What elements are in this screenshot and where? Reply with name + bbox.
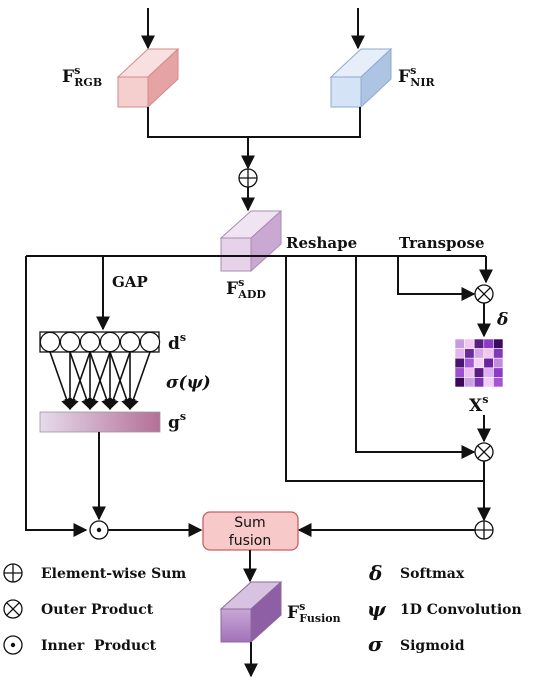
- outer-product-node-1: [474, 284, 494, 304]
- matrix-cell: [464, 338, 475, 349]
- nir-cube-front: [330, 76, 362, 108]
- matrix-cell: [464, 377, 475, 388]
- d-vector-cell: [79, 331, 101, 353]
- matrix-cell: [464, 367, 475, 378]
- legend-sigmoid-text: Sigmoid: [400, 638, 465, 654]
- inner-product-node: [89, 520, 109, 540]
- matrix-cell: [454, 357, 465, 369]
- matrix-cell: [483, 357, 494, 369]
- conv-arrow: [88, 351, 111, 411]
- right-sum-node: [474, 520, 494, 540]
- sum-fusion-line1: Sum: [234, 515, 265, 531]
- rgb-cube-front: [117, 76, 149, 108]
- x-label: Xs: [469, 393, 488, 416]
- matrix-cell: [464, 348, 475, 359]
- skip-line: [285, 256, 484, 482]
- legend-sigmoid-symbol: σ: [368, 632, 383, 656]
- add-cube-front: [220, 237, 252, 272]
- legend-sum-icon: [3, 563, 23, 583]
- nir-feature-cube: [329, 47, 393, 109]
- d-vector: [39, 331, 161, 353]
- matrix-cell: [493, 348, 504, 359]
- matrix-cell: [473, 367, 485, 378]
- g-vector-bar: [39, 411, 161, 433]
- matrix-cell: [473, 338, 485, 349]
- legend-softmax-text: Softmax: [400, 566, 465, 582]
- legend-conv-symbol: ψ: [367, 597, 387, 621]
- legend-inner-text: Inner Product: [41, 638, 157, 654]
- matrix-cell: [493, 367, 504, 378]
- transpose-label: Transpose: [399, 234, 485, 252]
- legend-conv-text: 1D Convolution: [400, 602, 522, 618]
- matrix-cell: [454, 338, 465, 349]
- fusion-feature-cube: [219, 580, 283, 644]
- reshape-line: [355, 256, 476, 459]
- matrix-cell: [454, 377, 465, 388]
- residual-line: [25, 256, 88, 537]
- d-vector-cell: [39, 331, 61, 353]
- legend-sum-text: Element-wise Sum: [41, 566, 186, 582]
- d-vector-cell: [99, 331, 121, 353]
- conv-connections: [49, 351, 151, 411]
- matrix-cell: [473, 357, 485, 369]
- legend: Element-wise Sum Outer Product Inner Pro…: [3, 561, 522, 656]
- sigma-psi-label: σ(ψ): [166, 373, 211, 393]
- matrix-cell: [464, 357, 475, 369]
- conv-arrow: [68, 351, 91, 411]
- add-feature-cube: [219, 209, 283, 273]
- sum-fusion-line2: fusion: [229, 533, 271, 549]
- conv-arrow: [108, 351, 131, 411]
- matrix-cell: [483, 338, 494, 349]
- conv-arrow: [128, 351, 151, 411]
- matrix-cell: [483, 377, 494, 388]
- d-vector-cell: [119, 331, 141, 353]
- conv-arrow: [49, 351, 72, 411]
- sum-fusion-box: Sum fusion: [202, 511, 299, 551]
- legend-softmax-symbol: δ: [368, 561, 382, 585]
- outer-product-node-2: [474, 442, 494, 462]
- matrix-cell: [493, 377, 504, 388]
- attention-matrix: [454, 338, 504, 388]
- d-vector-cell: [59, 331, 81, 353]
- matrix-cell: [473, 377, 485, 388]
- legend-outer-product-icon: [3, 599, 23, 619]
- d-vector-cell: [139, 331, 161, 353]
- transpose-line: [397, 256, 476, 301]
- matrix-cell: [473, 348, 485, 359]
- reshape-label: Reshape: [286, 234, 357, 252]
- legend-outer-text: Outer Product: [41, 602, 154, 618]
- merge-line: [147, 107, 361, 138]
- matrix-cell: [493, 338, 504, 349]
- add-sum-node: [238, 168, 258, 188]
- matrix-cell: [483, 367, 494, 378]
- matrix-cell: [454, 348, 465, 359]
- matrix-cell: [454, 367, 465, 378]
- delta-label: δ: [496, 310, 508, 330]
- d-label: ds: [168, 331, 186, 354]
- gap-label: GAP: [112, 273, 148, 291]
- rgb-feature-cube: [116, 47, 180, 109]
- matrix-cell: [493, 357, 504, 369]
- g-label: gs: [168, 410, 186, 433]
- matrix-cell: [483, 348, 494, 359]
- fusion-cube-front: [220, 608, 252, 643]
- legend-inner-product-icon: [3, 635, 23, 655]
